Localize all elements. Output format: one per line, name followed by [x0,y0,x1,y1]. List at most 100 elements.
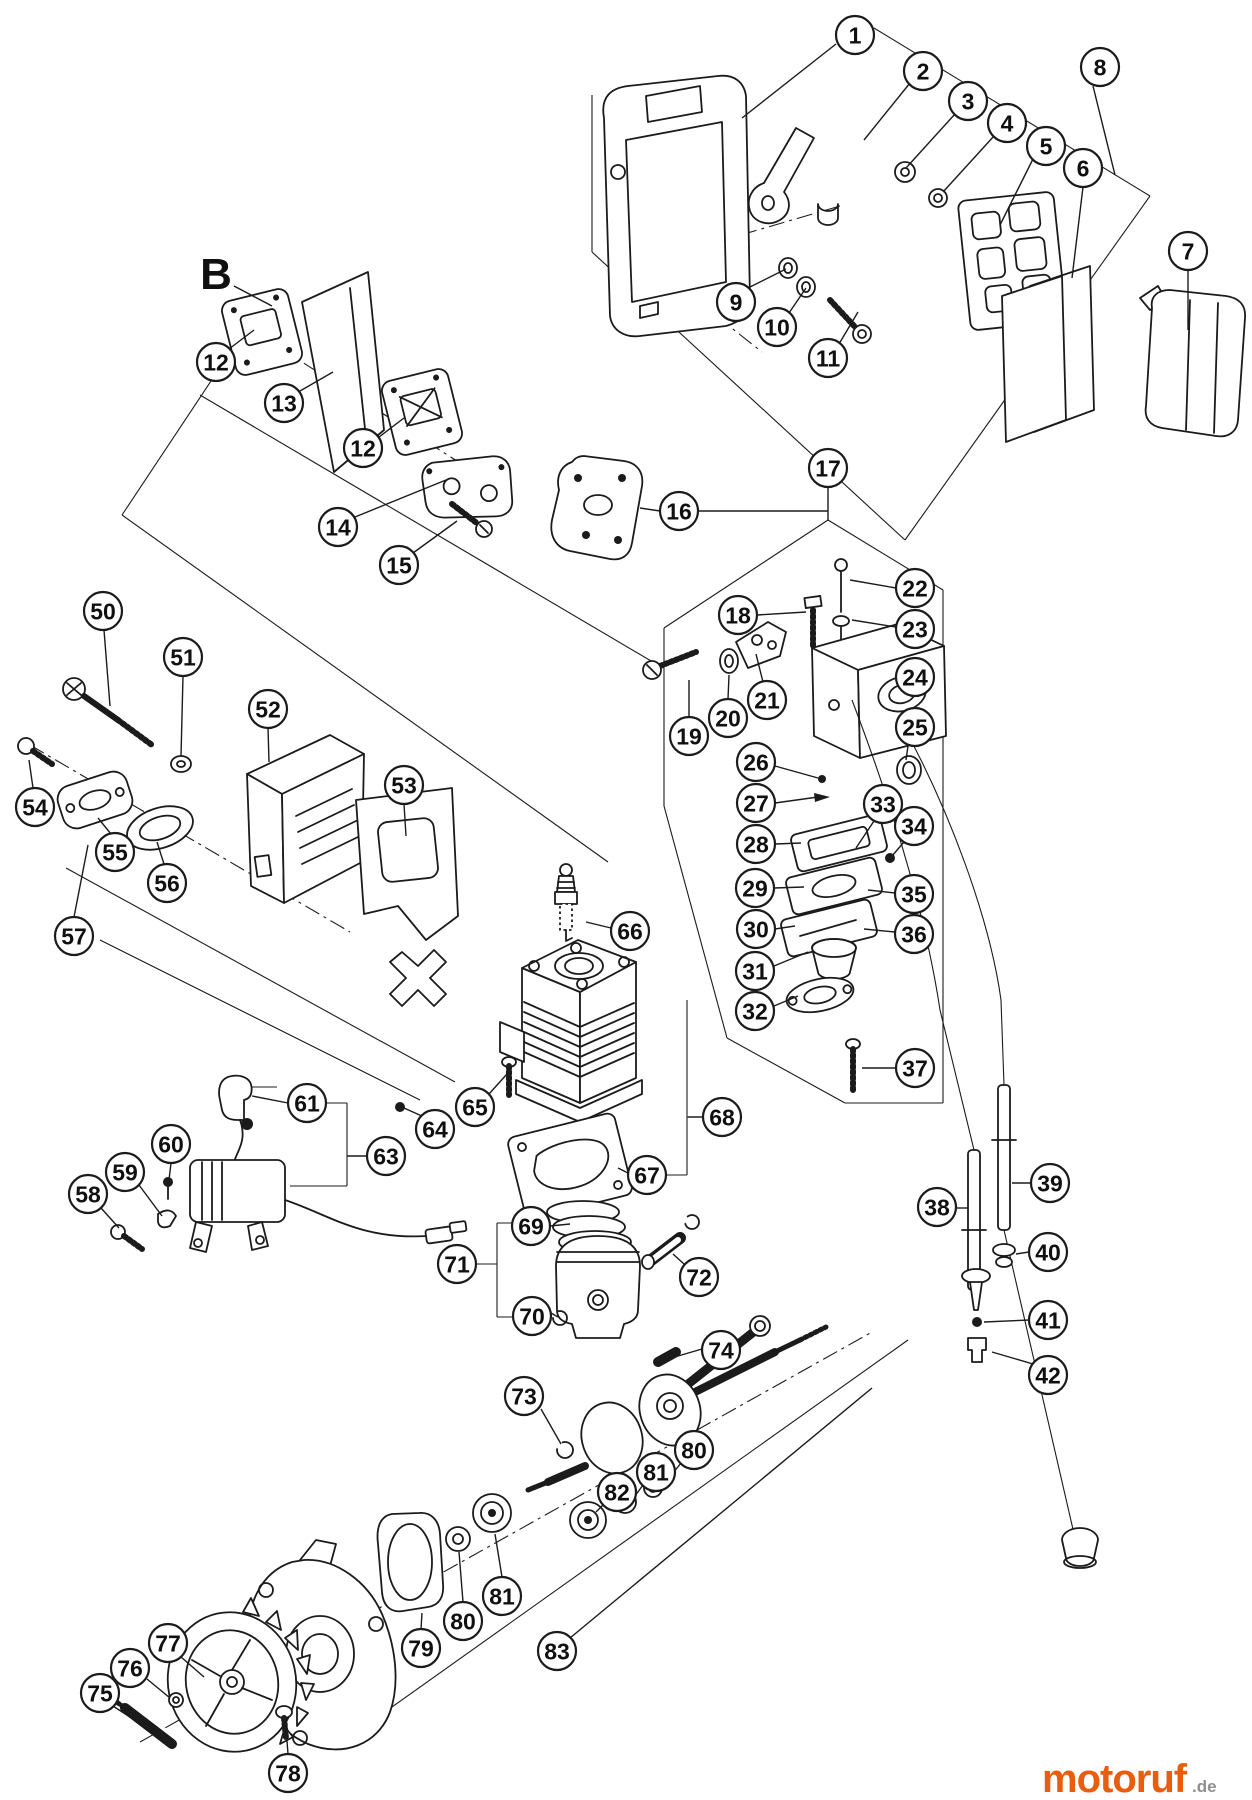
leader-line [788,287,807,314]
assembly-axis-line [29,744,351,933]
callout-circle [53,915,95,957]
leader-line [569,1387,873,1639]
callout-number: 80 [450,1608,476,1634]
callout-38: 38 [916,1186,958,1228]
callout-circle [902,50,944,92]
callout-circle [247,688,289,730]
callout-number: 23 [902,616,928,642]
callout-24: 24 [894,656,936,698]
callout-number: 78 [275,1760,301,1786]
callout-circle [947,80,989,122]
callout-circle [414,1108,456,1150]
callout-circle [104,1151,146,1193]
callout-circle [734,990,776,1032]
callout-number: 65 [462,1094,488,1120]
callout-number: 75 [87,1680,113,1706]
callout-number: 28 [743,831,769,857]
callout-70: 70 [511,1295,553,1337]
callout-14: 14 [317,506,359,548]
callout-51: 51 [162,636,204,678]
air-filter-foam-drawing [1001,265,1095,443]
callout-61: 61 [286,1082,328,1124]
callout-21: 21 [746,679,788,721]
leader-line [420,1612,423,1630]
callout-number: 73 [511,1383,537,1409]
callout-circle [146,862,188,904]
piston-drawing [552,1235,641,1339]
callout-40: 40 [1027,1231,1069,1273]
throttle-lever-drawing [735,621,787,669]
callout-number: 59 [112,1159,138,1185]
leader-line [1092,85,1116,176]
callout-number: 61 [294,1090,320,1116]
construction-line [99,939,421,1101]
callout-circle [365,1135,407,1177]
air-filter-bracket-drawing [602,74,751,338]
callout-29: 29 [734,867,776,909]
callout-number: 68 [709,1104,735,1130]
callout-60: 60 [150,1123,192,1165]
leader-line [999,158,1034,226]
callout-circle [807,337,849,379]
callout-circle [986,102,1028,144]
exhaust-gasket-2-drawing [381,368,463,456]
callout-circle [263,382,305,424]
callout-circle [383,764,425,806]
leader-line [103,629,111,707]
callout-number: 64 [422,1116,448,1142]
callout-13: 13 [263,382,305,424]
callout-35: 35 [893,873,935,915]
callout-80: 80 [442,1600,484,1642]
callout-circle [635,1451,677,1493]
callout-number: 32 [742,998,768,1024]
flange-bolt-drawing [17,737,55,767]
leader-line [774,796,819,804]
metering-needle-drawing [814,775,830,802]
callout-number: 4 [1001,110,1014,136]
callout-number: 51 [170,644,196,670]
leader-line [617,1167,629,1174]
callout-57: 57 [53,915,95,957]
leader-line [1015,1251,1030,1255]
callout-11: 11 [807,337,849,379]
leader-line [156,841,165,865]
leader-line [73,844,89,918]
callout-number: 72 [686,1264,712,1290]
throttle-cable-drawing [851,699,991,1363]
collar-part-drawing [817,161,948,226]
callout-72: 72 [678,1256,720,1298]
callout-number: 8 [1094,54,1107,80]
callout-number: 14 [325,514,351,540]
callout-12: 12 [342,427,384,469]
callout-number: 3 [962,88,975,114]
callout-5: 5 [1025,125,1067,167]
crankcase-gasket-drawing [376,1512,445,1613]
callout-68: 68 [701,1096,743,1138]
callout-6: 6 [1062,147,1104,189]
inlet-seal-drawing [896,755,922,785]
leader-line [458,1551,464,1603]
callout-circle [82,590,124,632]
callout-number: 9 [730,289,743,315]
callout-number: 54 [22,794,48,820]
callout-circle [807,447,849,489]
leader-line [905,745,909,761]
callout-number: 16 [666,498,692,524]
muffler-washer-drawing [170,755,192,773]
callout-26: 26 [735,741,777,783]
leader-line [378,417,405,438]
manifold-screw-drawing [449,501,493,538]
callout-number: 34 [901,813,927,839]
callout-circle [746,679,788,721]
callout-circle [1027,1299,1069,1341]
throttle-screw-drawing [803,595,823,649]
starter-shaft-drawing [105,1692,184,1749]
callout-circle [916,1186,958,1228]
construction-line [65,867,456,1083]
carb-gasket-drawing [550,455,644,561]
callout-number: 81 [643,1459,669,1485]
leader-line [112,1705,137,1722]
callout-number: 82 [604,1479,630,1505]
callout-number: 24 [902,664,928,690]
callout-circle [162,636,204,678]
